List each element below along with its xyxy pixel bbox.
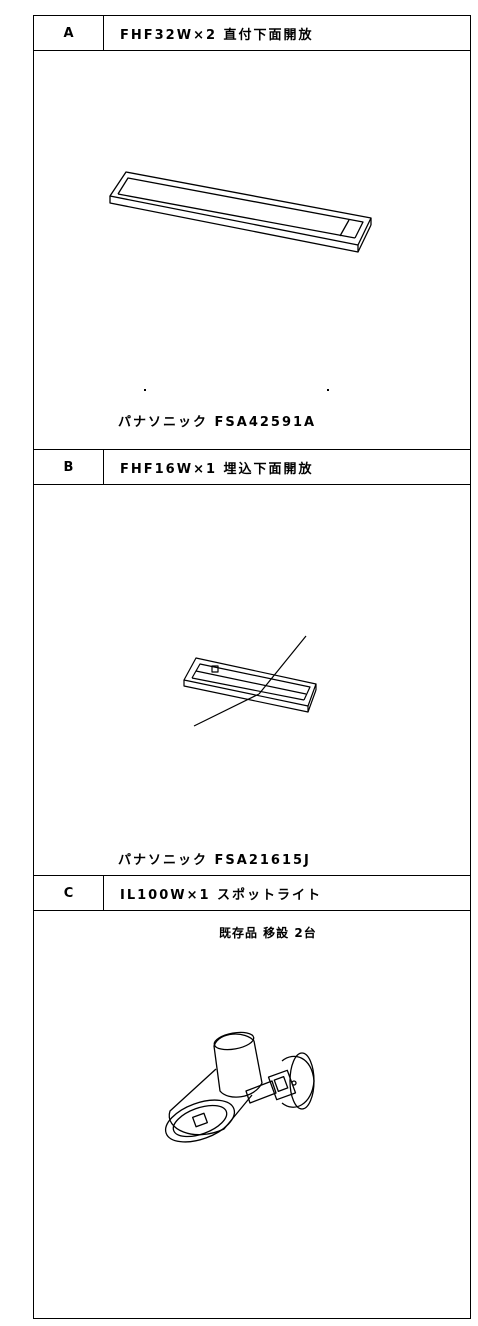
fixture-a-spec: FHF32W×2 直付下面開放 xyxy=(120,27,314,43)
fixture-b-code: B xyxy=(34,450,104,484)
fixture-b-model: パナソニック FSA21615J xyxy=(118,853,311,868)
fixture-a-model: パナソニック FSA42591A xyxy=(118,415,317,430)
fixture-c-spec: IL100W×1 スポットライト xyxy=(120,887,323,903)
fixture-a-header: A FHF32W×2 直付下面開放 xyxy=(34,16,470,51)
dot-mark xyxy=(144,389,146,391)
linear-fluorescent-ceiling-fixture-icon xyxy=(109,171,372,253)
fixture-c-header: C IL100W×1 スポットライト xyxy=(34,876,470,911)
fixture-c-code: C xyxy=(34,876,104,910)
fixture-b-header: B FHF16W×1 埋込下面開放 xyxy=(34,450,470,485)
fixture-c-note: 既存品 移設 2台 xyxy=(219,926,317,940)
fixture-b-spec: FHF16W×1 埋込下面開放 xyxy=(120,461,314,477)
recessed-fluorescent-fixture-icon xyxy=(183,635,317,727)
section-divider xyxy=(34,875,470,876)
spotlight-fixture-icon xyxy=(164,1031,315,1143)
fixture-schedule-sheet: A FHF32W×2 直付下面開放 パナソニック FSA42591A B FHF… xyxy=(33,15,471,1319)
dot-mark xyxy=(327,389,329,391)
section-divider xyxy=(34,449,470,450)
fixture-a-code: A xyxy=(34,16,104,50)
